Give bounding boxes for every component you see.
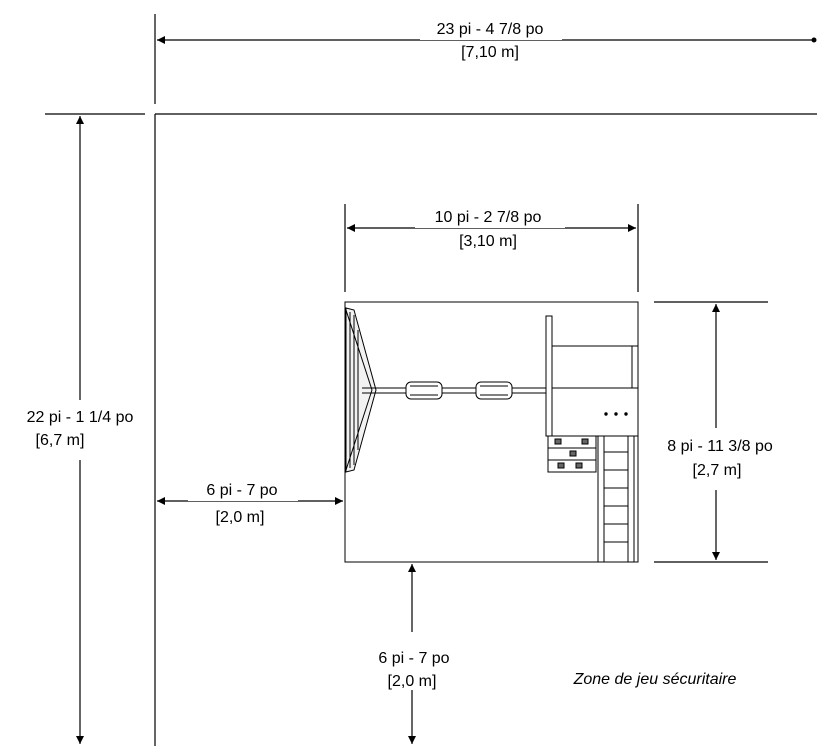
swing-beam	[362, 387, 548, 394]
structure-width-dimension: 10 pi - 2 7/8 po [3,10 m]	[344, 204, 639, 292]
bottom-clearance-imperial: 6 pi - 7 po	[378, 650, 449, 667]
side-clearance-dimension: 6 pi - 7 po [2,0 m]	[157, 482, 343, 526]
structure-width-metric: [3,10 m]	[459, 233, 517, 250]
swing-seat	[475, 381, 513, 400]
play-tower	[545, 315, 639, 437]
structure-depth-imperial: 8 pi - 11 3/8 po	[667, 438, 773, 455]
slide	[597, 435, 635, 563]
side-clearance-imperial: 6 pi - 7 po	[206, 482, 277, 499]
side-clearance-metric: [2,0 m]	[216, 509, 265, 526]
playset-top-view	[344, 301, 639, 563]
overall-depth-metric: [6,7 m]	[36, 432, 85, 449]
bottom-clearance-dimension: 6 pi - 7 po [2,0 m]	[378, 564, 450, 744]
structure-width-imperial: 10 pi - 2 7/8 po	[435, 209, 542, 226]
overall-depth-dimension: 22 pi - 1 1/4 po [6,7 m]	[27, 116, 134, 744]
a-frame-swing-leg	[345, 307, 377, 473]
bottom-clearance-metric: [2,0 m]	[388, 673, 437, 690]
safety-zone-boundary	[45, 14, 817, 746]
climbing-wall	[547, 435, 597, 473]
swing-seat	[405, 381, 443, 400]
dimension-endpoint-dot	[811, 37, 817, 43]
overall-width-metric: [7,10 m]	[461, 44, 519, 61]
overall-depth-imperial: 22 pi - 1 1/4 po	[27, 409, 134, 426]
overall-width-imperial: 23 pi - 4 7/8 po	[437, 21, 544, 38]
overall-width-dimension: 23 pi - 4 7/8 po [7,10 m]	[157, 21, 817, 61]
structure-depth-dimension: 8 pi - 11 3/8 po [2,7 m]	[654, 301, 773, 563]
structure-depth-metric: [2,7 m]	[693, 462, 742, 479]
safety-zone-label: Zone de jeu sécuritaire	[573, 671, 737, 688]
